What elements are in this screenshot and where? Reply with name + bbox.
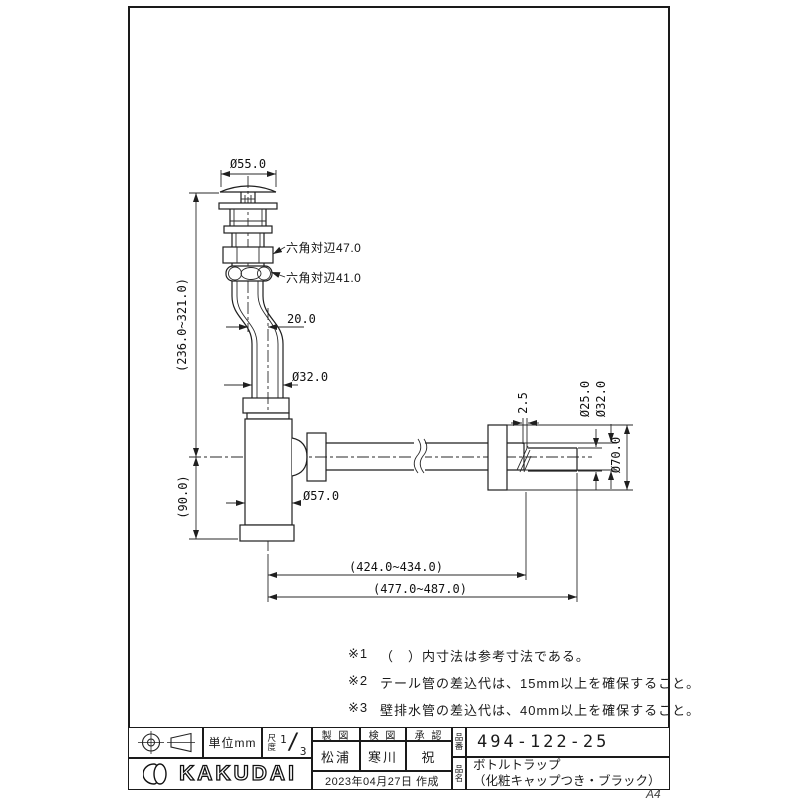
third-angle-projection-icon <box>137 731 195 754</box>
note-3-text: 壁排水管の差込代は、40mm以上を確保すること。 <box>380 703 701 718</box>
dim-cap-diameter: Ø55.0 <box>230 157 266 171</box>
note-2-text: テール管の差込代は、15mm以上を確保すること。 <box>380 676 701 691</box>
trap-body <box>239 397 327 542</box>
note-3-mark: ※3 <box>348 700 369 715</box>
approval-header: 承 認 <box>414 730 444 741</box>
created-date: 2023年04月27日 作成 <box>325 775 439 788</box>
dim-offset: 20.0 <box>287 312 316 326</box>
part-name-line1: ボトルトラップ <box>473 757 561 772</box>
dim-trap-depth: (90.0) <box>176 475 190 518</box>
dim-total-distance-range: (477.0~487.0) <box>373 582 467 596</box>
scale-value: 1/3 <box>280 730 307 758</box>
dim-tail-inner-diameter: Ø25.0 <box>578 381 592 417</box>
drafting-name: 松浦 <box>320 749 351 765</box>
brand-cell: KAKUDAI <box>128 758 312 790</box>
unit-cell: 単位mm <box>203 727 262 758</box>
outlet-pipe <box>326 438 578 474</box>
approval-name: 祝 <box>421 749 437 765</box>
part-number-cell: 494-122-25 <box>466 727 670 757</box>
dim-wall-distance-range: (424.0~434.0) <box>349 560 443 574</box>
checking-name: 寒川 <box>367 749 398 765</box>
kakudai-logo-icon <box>143 763 167 785</box>
notes-block: ※1 （ ）内寸法は参考寸法である。 ※2 テール管の差込代は、15mm以上を確… <box>348 646 699 727</box>
checking-name-cell: 寒川 <box>360 741 406 771</box>
brand-name: KAKUDAI <box>178 761 297 785</box>
checking-header-cell: 検 図 <box>360 727 406 741</box>
part-number-label-cell: 品番 <box>452 727 466 757</box>
scale-slash: / <box>286 730 300 755</box>
dim-flange-clearance: 2.5 <box>516 392 530 414</box>
approval-header-cell: 承 認 <box>406 727 452 741</box>
popup-drain <box>218 185 278 282</box>
drafting-header-cell: 製 図 <box>312 727 360 741</box>
part-name-cell: ボトルトラップ （化粧キャップつき・ブラック） <box>466 757 670 790</box>
part-name-label: 品名 <box>454 763 464 783</box>
paper-size-label: A4 <box>646 787 661 800</box>
scale-cell: 尺度 1/3 <box>262 727 312 758</box>
scale-label: 尺度 <box>267 732 277 752</box>
checking-header: 検 図 <box>368 730 398 741</box>
part-name-label-cell: 品名 <box>452 757 466 790</box>
projection-symbol-cell <box>128 727 203 758</box>
note-1: ※1 （ ）内寸法は参考寸法である。 <box>348 646 668 665</box>
approval-name-cell: 祝 <box>406 741 452 771</box>
scale-denominator: 3 <box>299 745 307 758</box>
dim-outlet-tube-diameter: Ø32.0 <box>594 381 608 417</box>
note-3: ※3 壁排水管の差込代は、40mm以上を確保すること。 <box>348 700 699 719</box>
note-2-mark: ※2 <box>348 673 369 688</box>
dimensions: Ø55.0 六角対辺47.0 六角対辺41.0 (236.0~321.0) 20… <box>175 157 633 602</box>
part-number-label: 品番 <box>454 732 464 751</box>
dim-hex-flats-47: 六角対辺47.0 <box>286 241 361 255</box>
inlet-tube <box>231 281 284 398</box>
unit-label: 単位mm <box>208 736 257 750</box>
part-number: 494-122-25 <box>477 732 610 752</box>
scale-numerator: 1 <box>280 733 287 746</box>
dim-body-diameter: Ø57.0 <box>303 489 339 503</box>
dim-hex-flats-41: 六角対辺41.0 <box>286 271 361 285</box>
date-cell: 2023年04月27日 作成 <box>312 771 452 790</box>
sheet-border <box>128 6 670 790</box>
note-1-mark: ※1 <box>348 646 369 661</box>
drafting-name-cell: 松浦 <box>312 741 360 771</box>
dim-inlet-tube-diameter: Ø32.0 <box>292 370 328 384</box>
note-1-text: （ ）内寸法は参考寸法である。 <box>380 649 590 664</box>
title-block: 単位mm 尺度 1/3 KAKUDAI 製 図 検 図 承 認 松浦 <box>128 727 670 790</box>
drafting-header: 製 図 <box>321 730 351 741</box>
dim-flange-diameter: Ø70.0 <box>609 437 623 473</box>
part-name-line2: （化粧キャップつき・ブラック） <box>473 773 661 788</box>
dim-inlet-height-range: (236.0~321.0) <box>175 278 189 372</box>
note-2: ※2 テール管の差込代は、15mm以上を確保すること。 <box>348 673 699 692</box>
wall-flange <box>487 424 508 491</box>
